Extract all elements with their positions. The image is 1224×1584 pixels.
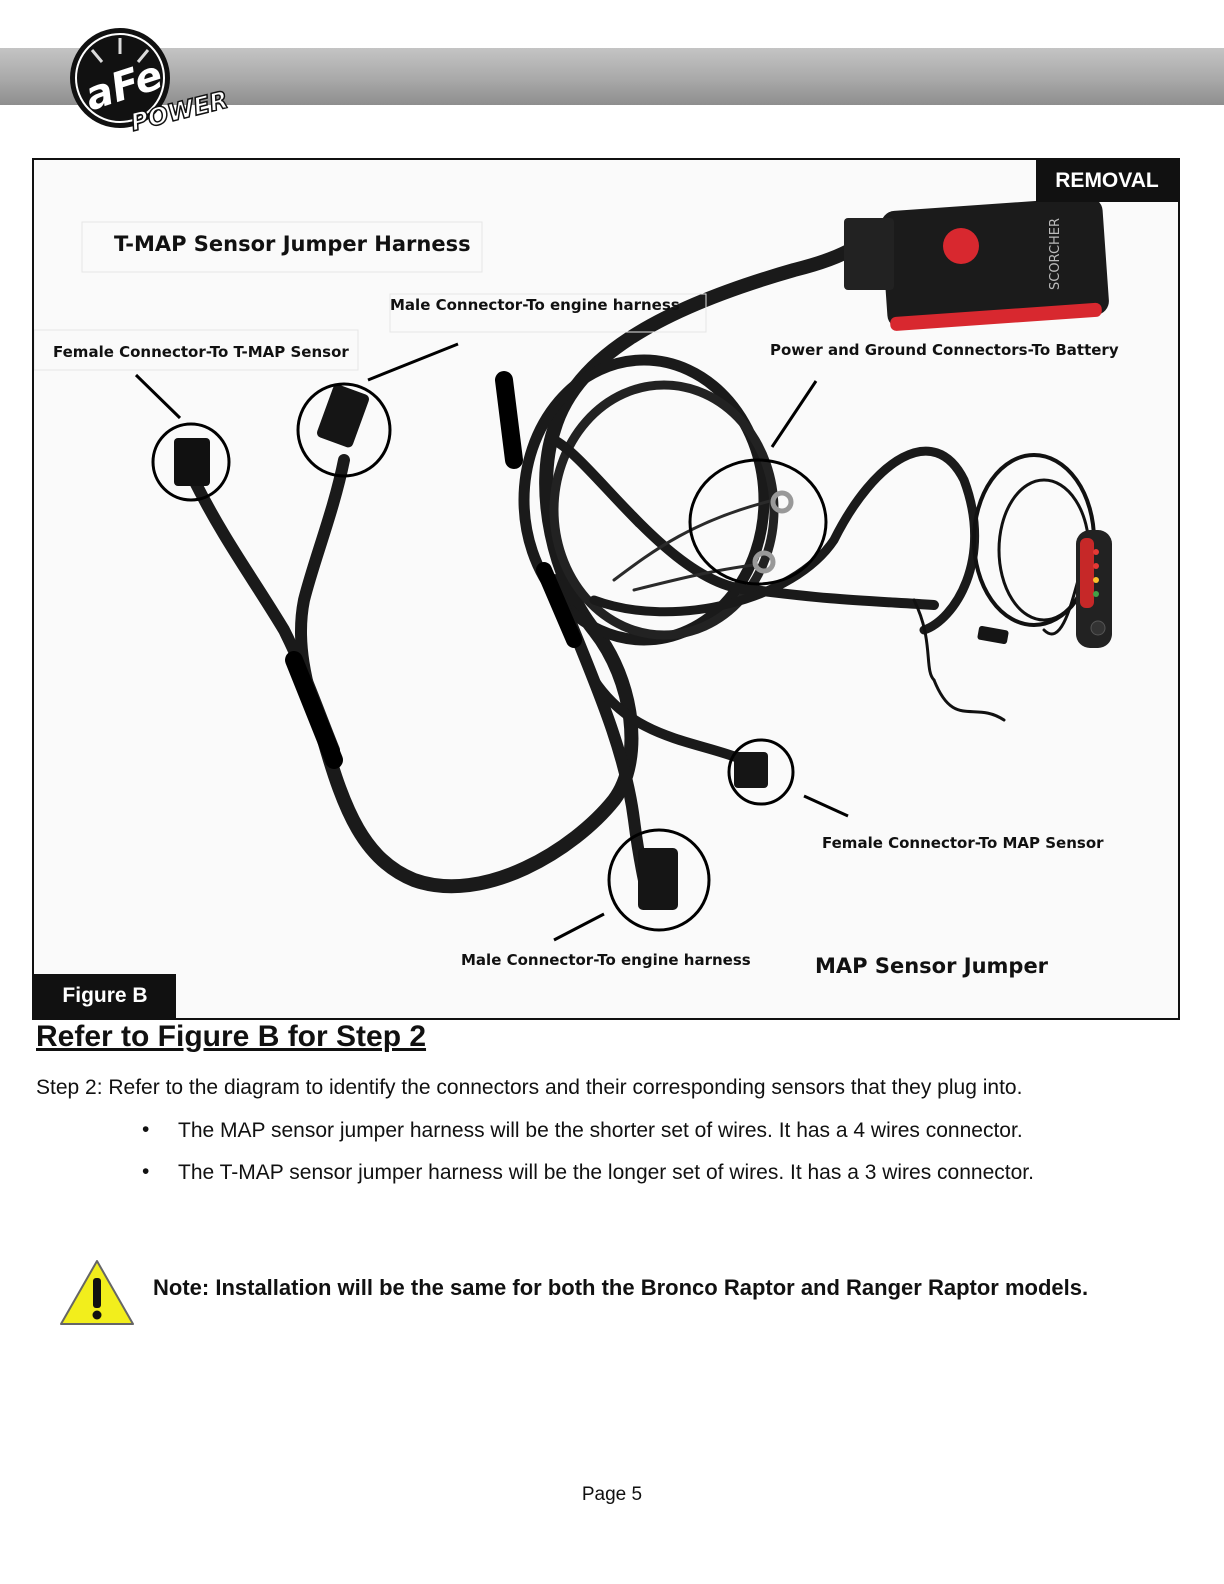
- map-female-connector: [734, 752, 768, 788]
- highlight-map-female: [727, 738, 795, 806]
- highlight-tmap-male: [296, 382, 392, 478]
- header-band: [0, 48, 1224, 105]
- controller-remote: [1076, 530, 1112, 648]
- section-heading: Refer to Figure B for Step 2: [36, 1020, 427, 1053]
- male-connector-bottom-label: Male Connector-To engine harness: [461, 951, 751, 969]
- highlight-power-ground: [688, 458, 828, 586]
- bullet-dot: •: [142, 1118, 150, 1141]
- map-male-connector: [638, 848, 678, 910]
- figure-b: SCORCHER: [32, 158, 1180, 1020]
- figure-label-tag: Figure B: [34, 974, 176, 1018]
- installation-note: Note: Installation will be the same for …: [153, 1275, 1089, 1300]
- highlight-tmap-female: [151, 422, 231, 502]
- tmap-harness-title: T-MAP Sensor Jumper Harness: [114, 232, 471, 256]
- bullet-map: The MAP sensor jumper harness will be th…: [178, 1119, 1023, 1142]
- tmap-male-connector: [316, 384, 370, 448]
- step-2-text: Step 2: Refer to the diagram to identify…: [36, 1076, 1023, 1099]
- power-ground-label: Power and Ground Connectors-To Battery: [770, 341, 1119, 359]
- warning-triangle-icon: [60, 1260, 134, 1325]
- highlight-map-male: [607, 828, 711, 932]
- removal-tag: REMOVAL: [1036, 160, 1178, 202]
- female-tmap-label: Female Connector-To T-MAP Sensor: [53, 343, 349, 361]
- bullet-dot: •: [142, 1160, 150, 1183]
- bullet-tmap: The T-MAP sensor jumper harness will be …: [178, 1161, 1034, 1184]
- page-number: Page 5: [581, 1484, 643, 1505]
- ring-terminal-icon: [752, 490, 794, 574]
- male-connector-top-label: Male Connector-To engine harness: [390, 296, 680, 314]
- female-map-label: Female Connector-To MAP Sensor: [822, 834, 1104, 852]
- module-brand-text: SCORCHER: [1048, 218, 1063, 290]
- harness-photo: SCORCHER: [34, 160, 1178, 1018]
- tmap-female-connector: [174, 438, 210, 486]
- map-jumper-title: MAP Sensor Jumper: [815, 954, 1049, 978]
- afe-power-logo: aFe POWER: [70, 28, 232, 134]
- scorcher-module: SCORCHER: [844, 197, 1109, 331]
